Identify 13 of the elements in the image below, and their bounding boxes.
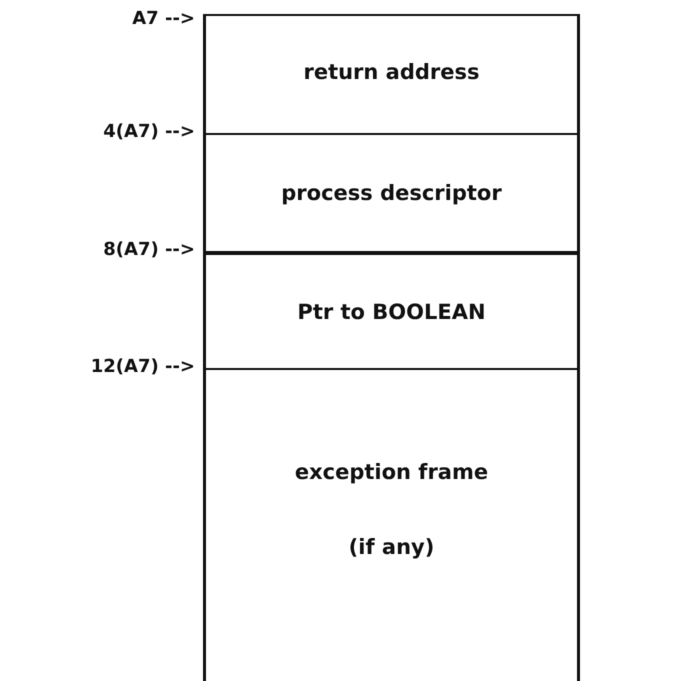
slot-label: (if any) bbox=[348, 535, 436, 559]
stack-slot bbox=[203, 14, 580, 134]
slot-label: exception frame bbox=[294, 460, 490, 484]
offset-label: 4(A7) --> bbox=[103, 121, 195, 142]
stack-slot bbox=[203, 368, 580, 681]
offset-label: 8(A7) --> bbox=[103, 239, 195, 260]
stack-slot bbox=[203, 251, 580, 370]
slot-label: Ptr to BOOLEAN bbox=[296, 300, 487, 324]
slot-label: process descriptor bbox=[280, 181, 503, 205]
offset-label: 12(A7) --> bbox=[90, 356, 195, 377]
stack-slot bbox=[203, 133, 580, 251]
offset-label: A7 --> bbox=[132, 8, 195, 29]
slot-label: return address bbox=[302, 60, 481, 84]
